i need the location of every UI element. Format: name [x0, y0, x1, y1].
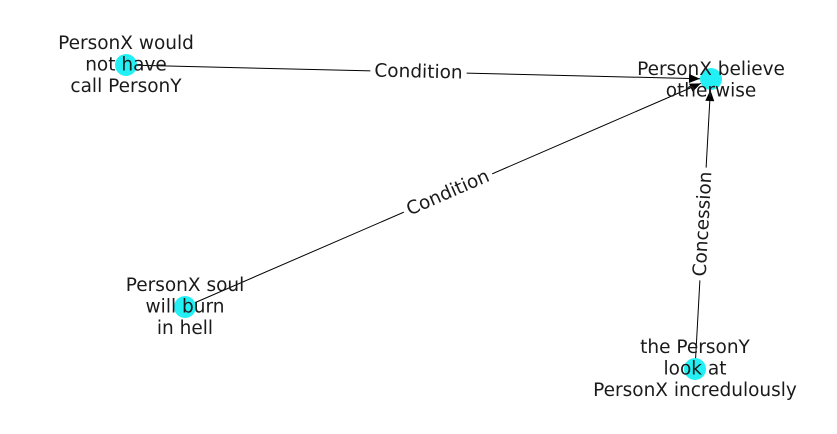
node-label-line: look at: [664, 359, 727, 380]
edge-label-text: Condition: [374, 60, 463, 83]
arrowhead: [705, 89, 715, 102]
node-n3: [174, 296, 196, 318]
node-label-line: not have: [85, 55, 167, 76]
node-label-line: PersonX incredulously: [593, 380, 797, 401]
edge-label-background: [399, 163, 497, 223]
node-label-line: PersonX believe: [637, 59, 785, 80]
node-n2: [700, 68, 722, 90]
node-n4: [684, 358, 706, 380]
node-label-line: PersonX soul: [126, 275, 245, 296]
edge-label-text: Condition: [403, 166, 492, 220]
node-label-line: call PersonY: [70, 76, 182, 97]
edge-label-background: [688, 166, 718, 282]
node-label-line: otherwise: [666, 80, 757, 101]
node-label-line: PersonX would: [58, 33, 194, 54]
edge-label-1: Condition: [399, 163, 497, 223]
arrowhead: [689, 83, 701, 92]
edge-label-background: [370, 59, 467, 85]
edge-label-2: Concession: [688, 166, 718, 282]
node-label-line: will burn: [146, 297, 225, 318]
node-label-line: the PersonY: [640, 337, 750, 358]
node-label-line: in hell: [157, 318, 213, 339]
arrowhead: [688, 73, 701, 83]
edge-label-0: Condition: [370, 59, 467, 85]
node-n1: [115, 54, 137, 76]
